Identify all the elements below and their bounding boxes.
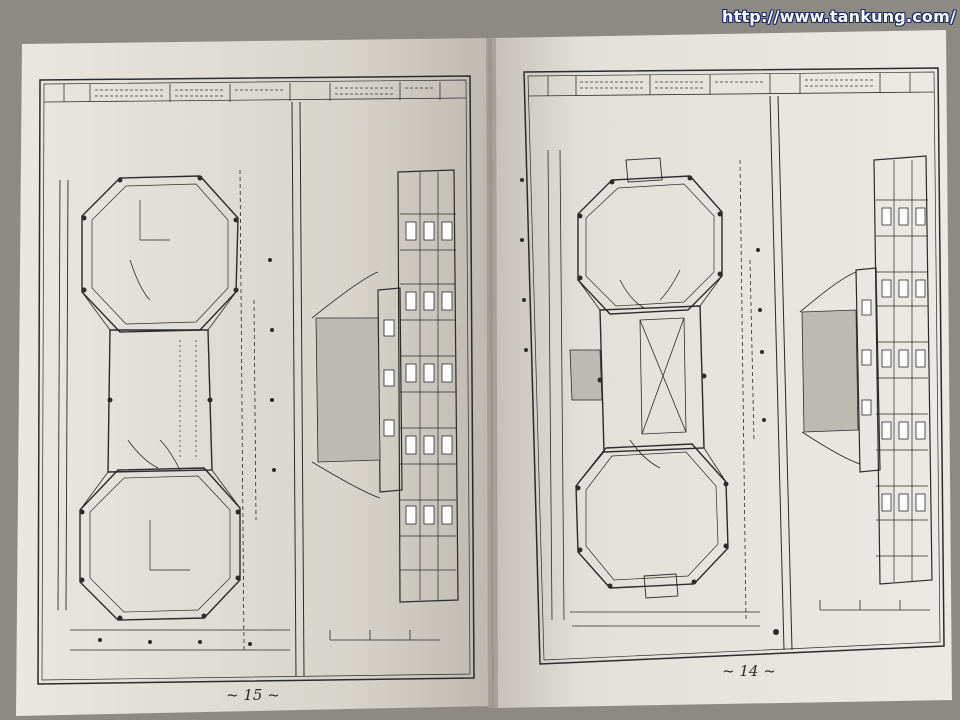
left-elevation-drawing: [311, 169, 459, 603]
right-page: [492, 30, 952, 708]
left-drawing-frame: [37, 75, 475, 685]
left-plan-columns: [79, 175, 276, 646]
left-title-block: [43, 82, 467, 103]
right-elevation-windows: [861, 207, 926, 512]
book-gutter: [486, 38, 498, 708]
left-page-number: ~ 15 ~: [226, 686, 280, 704]
right-drawing-frame: [523, 67, 945, 665]
right-title-block: [527, 73, 935, 97]
right-elevation-drawing: [799, 155, 933, 585]
left-page: [16, 38, 492, 716]
right-floor-plan: [569, 157, 729, 599]
left-floor-plan: [79, 175, 241, 621]
watermark-url: http://www.tankung.com/: [722, 7, 957, 26]
right-page-number: ~ 14 ~: [722, 662, 776, 680]
left-elevation-windows: [383, 221, 453, 525]
right-plan-columns: [520, 175, 779, 635]
